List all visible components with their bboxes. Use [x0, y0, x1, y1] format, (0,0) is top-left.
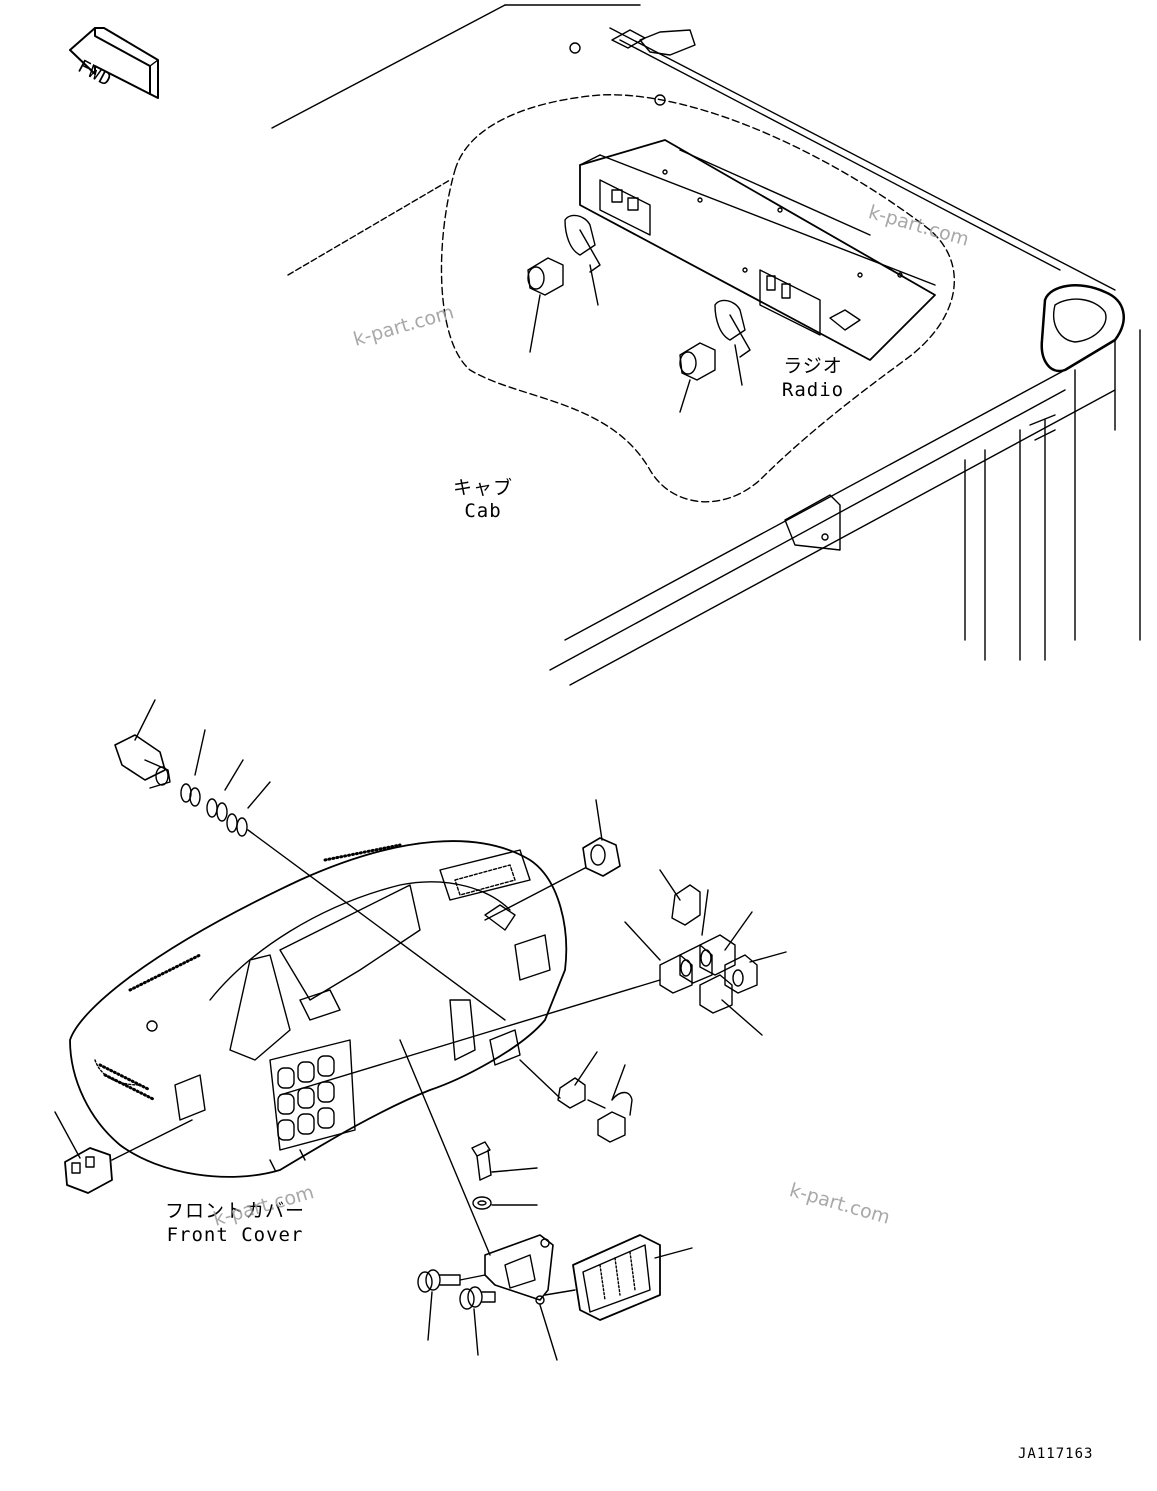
document-number: JA117163	[1018, 1446, 1094, 1462]
bolt	[472, 1142, 537, 1180]
controller-unit	[545, 1235, 692, 1320]
bracket	[400, 1040, 557, 1360]
radio-label-jp: ラジオ	[783, 355, 843, 377]
nut-ring	[181, 730, 205, 806]
radio-label-en: Radio	[781, 379, 845, 401]
radio-unit	[580, 140, 935, 360]
connector-left	[55, 1112, 192, 1193]
front-cover-label-jp: フロントカバー	[164, 1200, 305, 1222]
bezel-ring	[227, 782, 270, 836]
radio-knob-right	[680, 343, 715, 412]
flange-bolt-right	[460, 1287, 495, 1355]
washer-ring	[207, 760, 243, 821]
cab-region-outline	[441, 95, 954, 502]
radio-knob-left	[528, 258, 563, 352]
switch-grid	[278, 1056, 334, 1140]
cab-label-en: Cab	[464, 500, 502, 522]
cab-frame	[272, 5, 1140, 685]
leader-line	[248, 830, 505, 1020]
radio-clip-left	[565, 215, 600, 305]
rotary-switch	[115, 700, 170, 788]
fwd-arrow-icon	[70, 28, 158, 98]
flange-bolt-left	[418, 1270, 485, 1340]
radio-clip-right	[715, 300, 750, 385]
cab-label-jp: キャブ	[452, 477, 513, 499]
front-cover-label-en: Front Cover	[166, 1224, 304, 1246]
front-cover	[70, 841, 566, 1177]
switch-cluster	[280, 870, 786, 1095]
switch-single	[485, 800, 620, 920]
washer	[473, 1197, 537, 1209]
key-switch	[520, 1052, 632, 1142]
